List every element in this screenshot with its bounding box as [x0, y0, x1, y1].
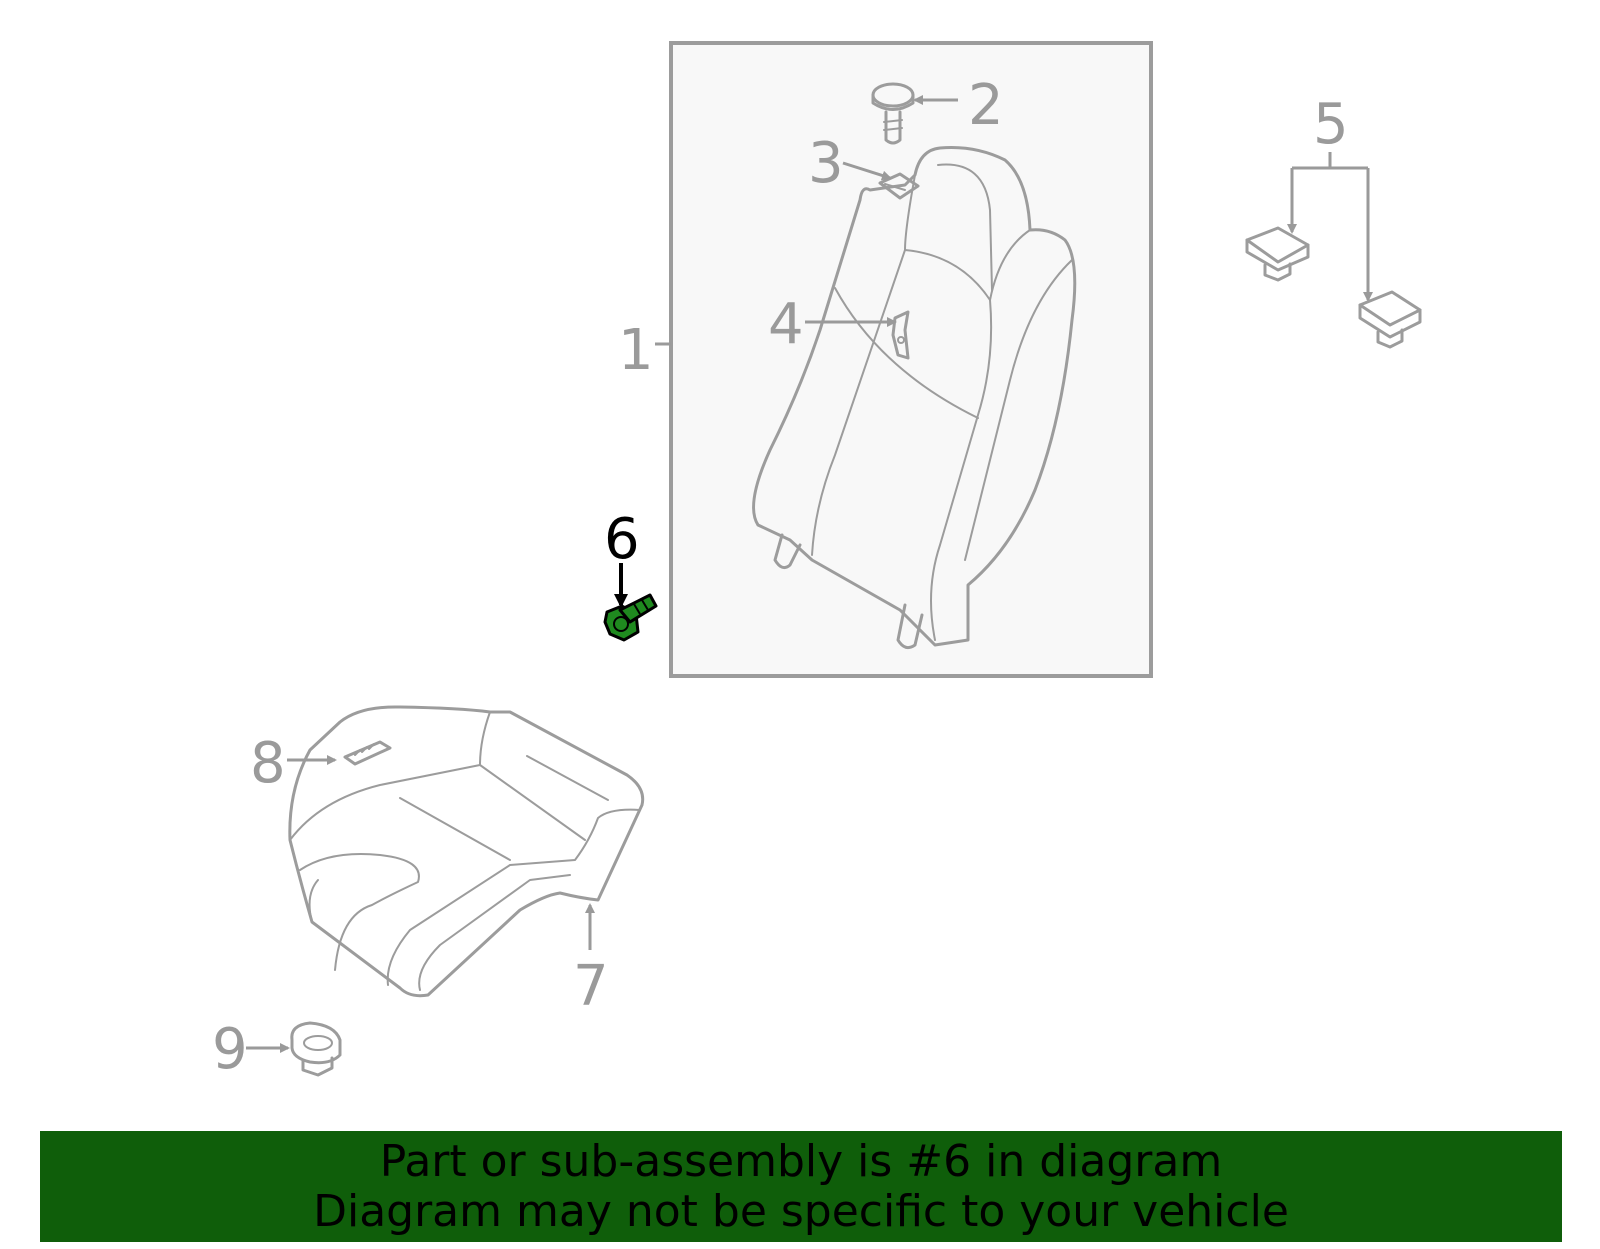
part-3-clip — [878, 172, 920, 200]
callout-labels: 1 2 3 4 5 6 7 8 9 — [212, 73, 1349, 1082]
callout-7: 7 — [573, 954, 609, 1019]
part-4-clip — [891, 310, 910, 360]
part-9-grommet — [290, 1021, 342, 1077]
info-banner: Part or sub-assembly is #6 in diagram Di… — [40, 1131, 1562, 1242]
seat-back-frame — [655, 41, 1153, 678]
banner-line-2: Diagram may not be specific to your vehi… — [313, 1185, 1289, 1237]
banner-line-1: Part or sub-assembly is #6 in diagram — [379, 1135, 1223, 1187]
leader-lines — [246, 95, 958, 1053]
part-2-clip — [871, 82, 915, 145]
part-8-tag — [343, 740, 392, 766]
callout-2: 2 — [968, 73, 1004, 138]
callout-9: 9 — [212, 1017, 248, 1082]
part-6-bolt — [603, 563, 658, 642]
seat-cushion — [288, 705, 645, 998]
callout-6: 6 — [604, 507, 640, 572]
callout-1: 1 — [618, 318, 654, 383]
callout-8: 8 — [250, 731, 286, 796]
part-5-clips — [1245, 152, 1422, 349]
callout-4: 4 — [768, 292, 804, 357]
callout-5: 5 — [1313, 92, 1349, 157]
callout-3: 3 — [808, 131, 844, 196]
seat-back-cover — [752, 146, 1077, 650]
